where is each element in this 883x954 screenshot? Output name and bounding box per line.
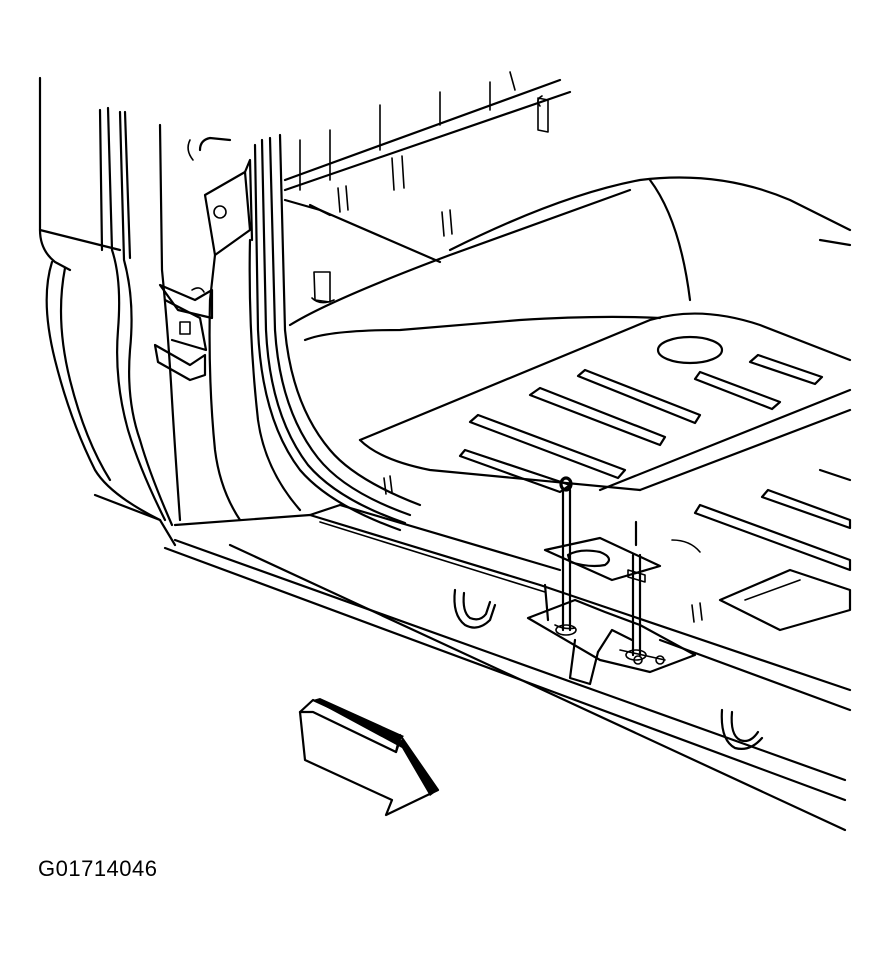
bolt-left — [555, 476, 577, 636]
floor-pan — [358, 312, 852, 632]
sill-bracket — [526, 536, 697, 686]
bolt-right — [625, 520, 647, 661]
forward-arrow-icon — [298, 698, 440, 817]
door-opening-frame — [253, 133, 422, 532]
figure-code: G01714046 — [38, 856, 158, 881]
door-hinge-pillar — [153, 136, 302, 522]
body-side-panel — [38, 76, 182, 547]
rear-panel — [283, 71, 632, 327]
floor-hump — [303, 176, 852, 342]
rocker-sill — [163, 475, 852, 832]
